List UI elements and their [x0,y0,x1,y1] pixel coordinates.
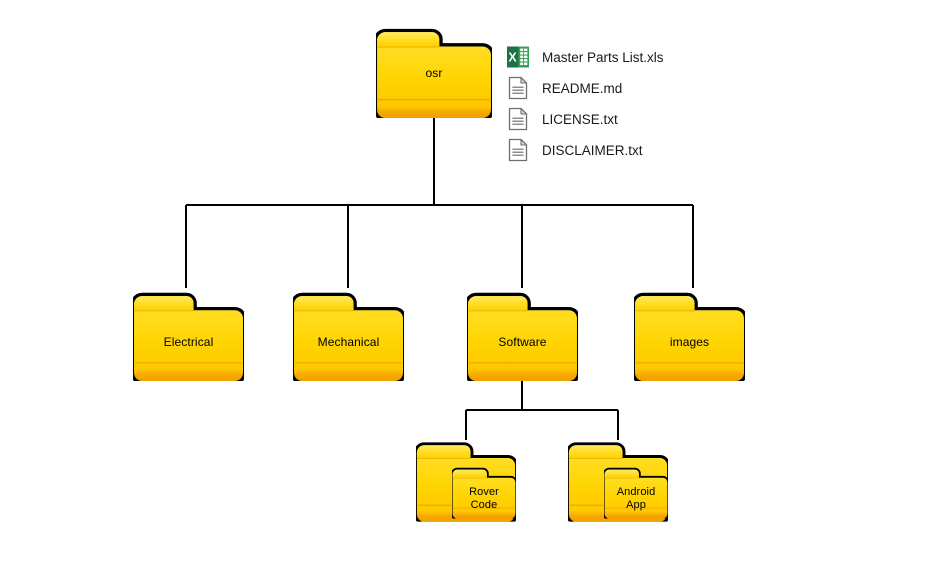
folder-icon [133,288,244,381]
file-row[interactable]: README.md [505,75,622,101]
file-name: README.md [542,80,623,96]
folder-node-electrical[interactable]: Electrical [133,288,244,381]
folder-icon-inner [604,465,668,526]
document-file-icon [505,106,531,132]
file-row[interactable]: DISCLAIMER.txt [505,137,643,163]
folder-node-images[interactable]: images [634,288,745,381]
folder-node-software[interactable]: Software [467,288,578,381]
file-row[interactable]: LICENSE.txt [505,106,618,132]
excel-file-icon: X [505,44,531,70]
file-name: LICENSE.txt [542,111,618,127]
file-name: DISCLAIMER.txt [542,142,643,158]
folder-icon [376,24,492,118]
folder-icon [467,288,578,381]
document-file-icon [505,137,531,163]
folder-icon [634,288,745,381]
folder-node-mechanical[interactable]: Mechanical [293,288,404,381]
folder-icon [293,288,404,381]
folder-node-android-app[interactable]: Android App [568,438,668,526]
svg-text:X: X [508,51,517,65]
file-row[interactable]: X Master Parts List.xls [505,44,664,70]
file-name: Master Parts List.xls [542,49,664,65]
folder-node-rover-code[interactable]: Rover Code [416,438,516,526]
document-file-icon [505,75,531,101]
folder-node-osr[interactable]: osr [376,24,492,118]
folder-icon-inner [452,465,516,526]
